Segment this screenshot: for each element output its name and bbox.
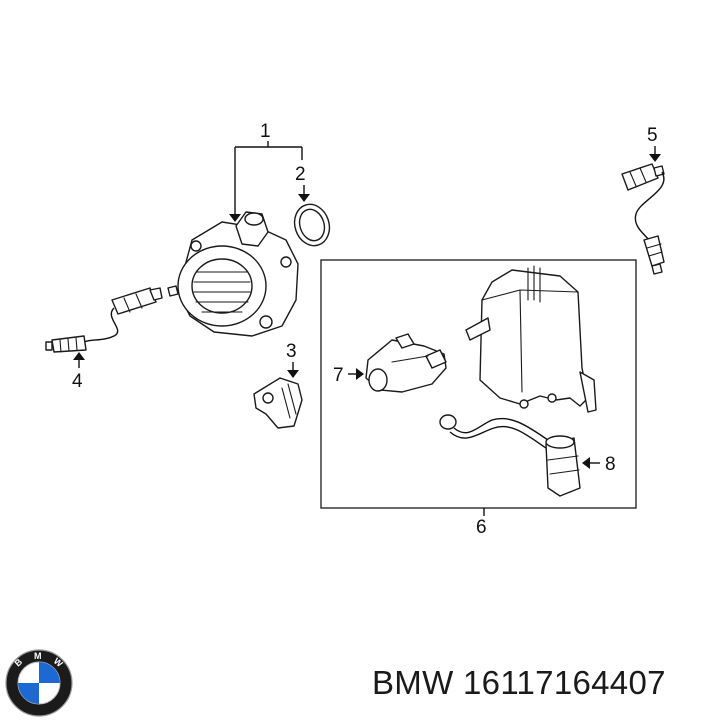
callout-1[interactable]: 1	[229, 121, 303, 222]
callout-2[interactable]: 2	[295, 164, 310, 202]
callout-3[interactable]: 3	[286, 341, 299, 378]
callout-5[interactable]: 5	[647, 125, 661, 162]
callout-6[interactable]: 6	[476, 508, 487, 538]
callout-label-6: 6	[476, 517, 487, 538]
assembly-group-box	[320, 259, 637, 509]
callout-label-1: 1	[260, 121, 271, 142]
vacuum-pump	[167, 211, 299, 337]
callout-label-8: 8	[605, 454, 616, 475]
purge-valve	[365, 333, 447, 393]
vent-filter-assembly	[439, 414, 581, 497]
o-ring-seal	[293, 203, 331, 247]
charcoal-canister	[465, 265, 597, 413]
callout-4[interactable]: 4	[72, 352, 85, 392]
oxygen-sensor-left	[45, 287, 163, 353]
callout-8[interactable]: 8	[582, 454, 616, 475]
callout-label-4: 4	[72, 371, 83, 392]
bmw-roundel-icon: B M W	[5, 649, 73, 717]
oxygen-sensor-upper	[621, 163, 665, 275]
callout-label-2: 2	[295, 164, 306, 185]
part-number-caption: BMW 16117164407	[372, 664, 666, 701]
logo-letter-m: M	[34, 651, 42, 661]
callout-7[interactable]: 7	[333, 365, 364, 386]
logo-letter-b: B	[13, 656, 25, 668]
mounting-bracket	[253, 377, 303, 429]
callout-label-3: 3	[286, 341, 297, 362]
callout-label-5: 5	[647, 125, 658, 146]
callout-label-7: 7	[333, 365, 344, 386]
